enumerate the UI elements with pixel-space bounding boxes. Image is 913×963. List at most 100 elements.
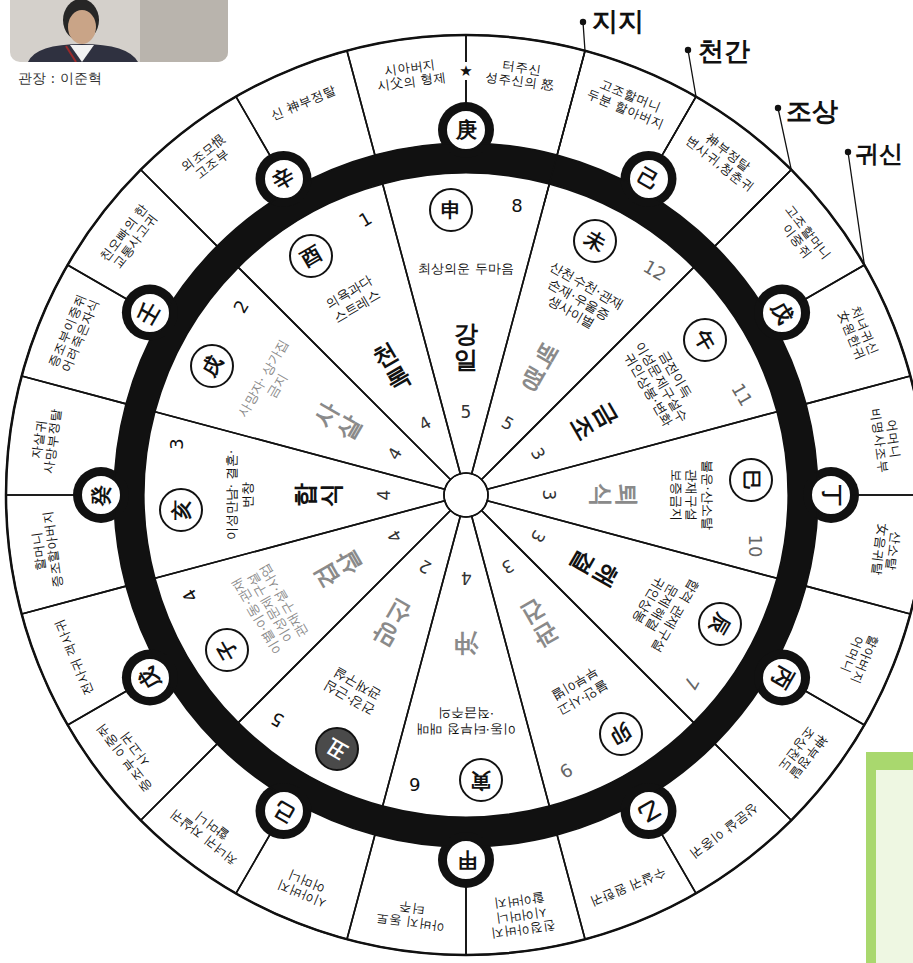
spirit-sector-outline (768, 584, 913, 727)
stem-circle-shape (629, 159, 669, 199)
fortune-label: 퇴식 (588, 483, 641, 507)
stem-circle-shape (811, 475, 851, 515)
spirit-text: 산소탈 女음귀탈 (866, 506, 906, 595)
inner-number: 3 (538, 490, 558, 501)
branch-sector-shape (482, 501, 777, 723)
branch-number: 12 (639, 256, 669, 285)
spirit-sector: 신 神부정탈 (233, 48, 377, 193)
branch-number: 1 (356, 208, 376, 232)
fortune-label: 천록 (368, 338, 415, 396)
branch-number: 6 (409, 773, 420, 794)
spirit-text: 자살귀 사망부정탈 (26, 395, 66, 484)
inner-number: 3 (526, 444, 548, 463)
branch-circle-shape (191, 345, 233, 387)
portrait-photo (10, 0, 228, 62)
legend-term: 천간 (698, 34, 750, 69)
band-bump (256, 151, 312, 207)
fortune-label: 망신 (368, 594, 415, 652)
spirit-sector: 수살귀 원한귀 (555, 797, 698, 942)
stem-char: 甲 (456, 848, 477, 872)
branch-number: 9 (556, 759, 576, 783)
fortune-text: 산천수천·관재 손재·우울증 생사이별 (524, 254, 634, 345)
branch-sector-shape (472, 184, 694, 479)
spirit-sector-shape (557, 800, 696, 939)
branch-circle: 亥 (158, 487, 204, 533)
leader-line (747, 108, 791, 214)
branch-sector: 3이성만남· 결혼·번창합식4亥 (142, 409, 447, 581)
inner-number: 2 (415, 555, 434, 577)
stem-circle: 己 (262, 789, 306, 833)
branch-circle: 子 (204, 627, 250, 673)
branch-number: 4 (179, 585, 203, 605)
leader-dot (685, 47, 691, 53)
spirit-text: 어머니 비명사조부 (866, 395, 906, 484)
photo-ground (10, 0, 228, 62)
stem-circle-shape (130, 293, 170, 333)
fortune-label: 관건 (516, 594, 563, 652)
branch-sector-shape (238, 511, 460, 806)
branch-circle: 午 (682, 317, 728, 363)
stem-circle: 辛 (262, 157, 306, 201)
stem-circle-shape (446, 840, 486, 880)
stem-circle: 戊 (760, 291, 804, 335)
spirit-sector: 처녀귀신 女원한귀 (768, 262, 913, 406)
branch-number: 8 (511, 196, 522, 217)
fortune-label: 합식 (292, 483, 345, 507)
stem-circle: 戊 (128, 656, 172, 700)
wheel-rim (6, 35, 913, 955)
spirit-sector-shape (22, 586, 161, 725)
branch-sector-shape (144, 412, 445, 579)
spirit-text: 외조모恨 고조부 (165, 121, 251, 196)
star-mark: ★ (458, 62, 473, 80)
branch-number: 11 (727, 380, 756, 410)
band-bump (438, 832, 494, 888)
stem-band (114, 143, 818, 847)
spirit-text: 전사귀 객사귀 (52, 617, 97, 698)
legend-term: 조상 (786, 94, 838, 129)
band-bump (621, 151, 677, 207)
spirit-text: 처녀귀신 女원한귀 (828, 288, 887, 378)
branch-sector-shape (238, 184, 460, 479)
branch-number: 3 (167, 438, 188, 449)
fortune-text: 이동·터부정 매매·적금주의 (416, 705, 516, 736)
leader-line (848, 152, 864, 273)
spirit-sector-shape (771, 586, 910, 725)
fortune-label: 沖 (454, 630, 478, 656)
inner-number: 4 (415, 413, 434, 435)
spirit-sector-shape (236, 51, 375, 190)
spirit-text: 친오빠의 한 교통사고귀 (92, 194, 167, 280)
inner-number: 3 (526, 526, 548, 545)
fortune-label: 강일 (454, 321, 478, 374)
stem-circle-shape (264, 159, 304, 199)
spirit-sector-outline (768, 262, 913, 406)
spirit-sector: 고조할머니 두분 할아버지 (555, 48, 698, 193)
stem-circle-shape (629, 791, 669, 831)
spirit-sector-outline (555, 797, 698, 942)
stem-circle-shape (446, 110, 486, 150)
photo-wall (140, 0, 228, 62)
branch-circle: 辰 (697, 601, 743, 647)
stem-circle-shape (762, 293, 802, 333)
spirit-sector: 전사귀 객사귀 (19, 584, 164, 728)
branch-number: 7 (679, 673, 703, 693)
branch-circle: 巳 (728, 457, 774, 503)
spirit-text: 할아버지 어머니 (828, 612, 887, 702)
photo-face (68, 10, 96, 44)
band-bump (73, 467, 129, 523)
stem-circle: 乙 (627, 789, 671, 833)
branch-sector-shape (472, 511, 694, 806)
stem-circle: 丁 (809, 473, 853, 517)
spirit-text: 신 神부정탈 (269, 83, 338, 123)
photo-caption: 관장 : 이준혁 (18, 70, 102, 88)
spirit-text: 神부정탈 변사귀,청춘귀 (681, 121, 767, 196)
spirit-text: 할머니 증조할아버지 (26, 506, 66, 595)
branch-circle-shape (316, 728, 358, 770)
branch-sector-shape (383, 516, 550, 817)
stem-circle-shape (264, 791, 304, 831)
side-tab-frame (866, 752, 913, 963)
spirit-text: 아버지 동토 터주 (366, 895, 455, 935)
spirit-text: 神부정탈 조상천도 (765, 710, 840, 796)
spirit-sector-shape (557, 51, 696, 190)
branch-circle: 申 (428, 187, 474, 233)
